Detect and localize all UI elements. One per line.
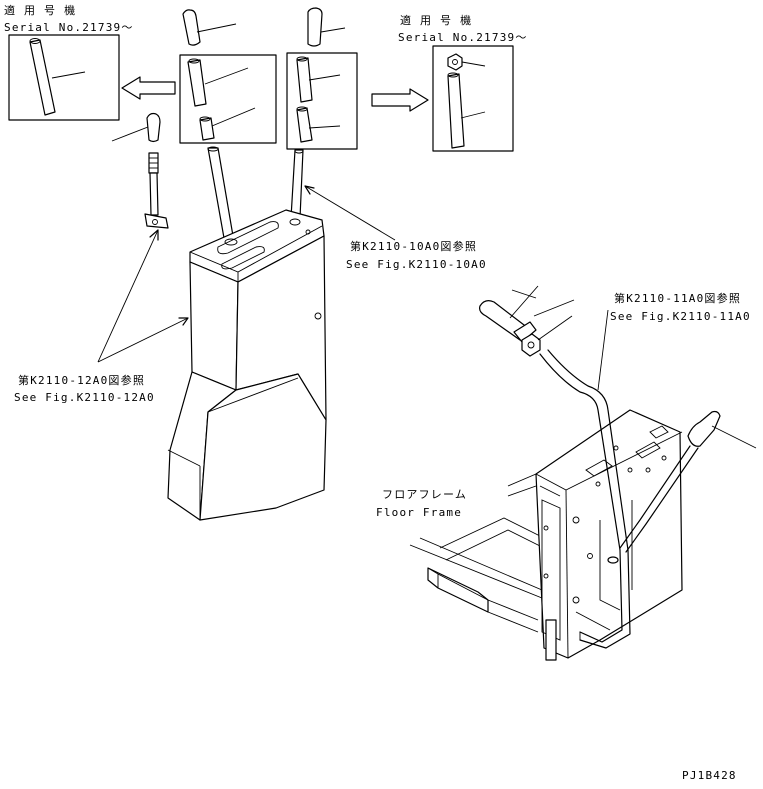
serial-label-left: Serial No.21739～ [4, 21, 134, 34]
ref-12a0-en: See Fig.K2110-12A0 [14, 391, 155, 404]
grip-knob-top-left [182, 9, 237, 46]
ref-11a0-jp: 第K2110-11A0図参照 [614, 291, 741, 305]
serial-box-left [8, 34, 120, 121]
grip-knob-top-right [307, 7, 346, 47]
floor-frame [409, 473, 543, 633]
parts-box-center-left [179, 54, 277, 144]
control-console [167, 146, 327, 521]
arrow-left [121, 76, 176, 100]
arrow-right [371, 88, 429, 112]
floor-frame-en: Floor Frame [376, 506, 462, 519]
drawing-code: PJ1B428 [682, 769, 737, 782]
pedestal-frame [535, 409, 683, 661]
ref-11a0-en: See Fig.K2110-11A0 [610, 310, 751, 323]
bent-lever [539, 349, 631, 649]
floor-frame-jp: フロアフレーム [382, 488, 467, 501]
applicable-label-right: 適 用 号 機 [400, 13, 472, 27]
lever-grip-floor [479, 285, 573, 357]
applicable-label-left: 適 用 号 機 [4, 3, 76, 17]
leader-lines [97, 185, 609, 391]
lever-grip-right [619, 410, 757, 553]
ref-10a0-en: See Fig.K2110-10A0 [346, 258, 487, 271]
parts-box-center-right [286, 52, 358, 150]
ref-10a0-jp: 第K2110-10A0図参照 [350, 239, 477, 253]
small-knob-linkage [111, 112, 169, 229]
serial-label-right: Serial No.21739～ [398, 31, 528, 44]
ref-12a0-jp: 第K2110-12A0図参照 [18, 373, 145, 387]
serial-box-right [432, 45, 514, 152]
